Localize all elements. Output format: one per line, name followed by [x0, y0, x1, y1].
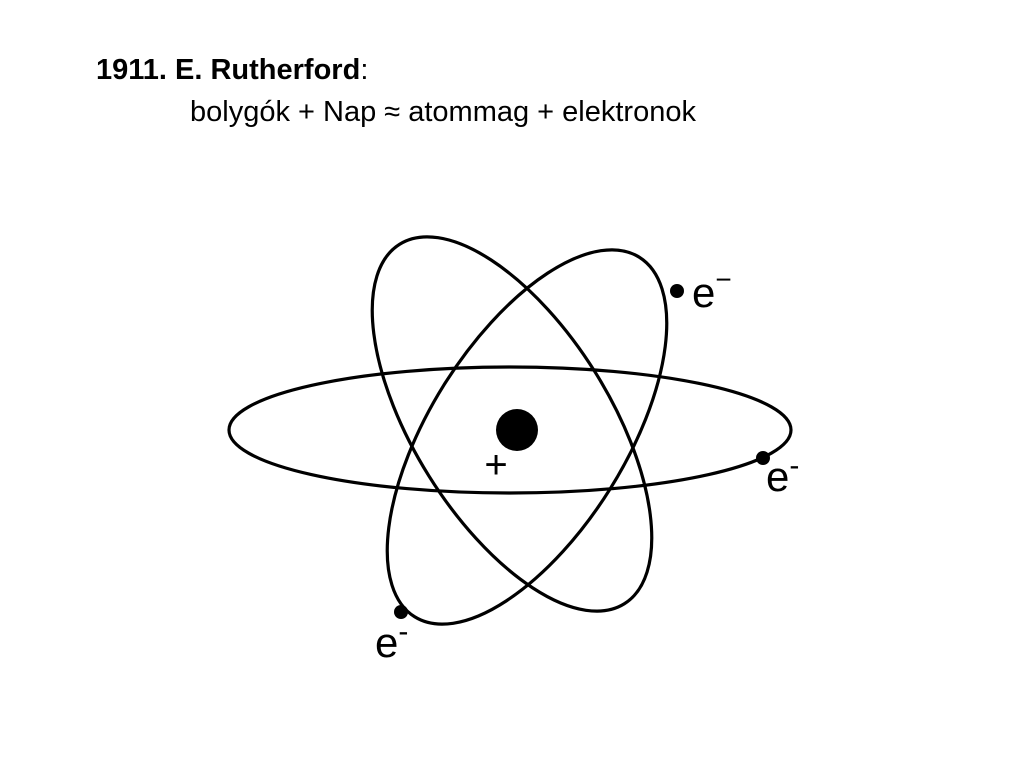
title-year-name: 1911. E. Rutherford	[96, 54, 361, 86]
slide-title: 1911. E. Rutherford:	[96, 52, 368, 88]
electron-bottom-left	[394, 605, 408, 619]
electron-charge-superscript: −	[715, 264, 731, 295]
electron-label-right: e-	[766, 449, 799, 500]
orbit-horizontal	[227, 365, 793, 495]
nucleus	[496, 409, 538, 451]
title-colon: :	[360, 54, 369, 86]
electron-charge-superscript: -	[789, 449, 799, 482]
electron-label-bottom-left: e-	[375, 615, 408, 666]
orbit-tilted-right	[385, 248, 669, 626]
electron-top-right	[670, 284, 684, 298]
electron-symbol: e	[766, 453, 789, 500]
electron-symbol: e	[375, 619, 398, 666]
nucleus-charge-label: +	[484, 443, 507, 487]
slide-subtitle: bolygók + Nap ≈ atommag + elektronok	[190, 96, 696, 128]
electron-charge-superscript: -	[398, 615, 408, 648]
electron-symbol: e	[692, 269, 715, 316]
electron-label-top-right: e−	[692, 264, 732, 316]
electron-right	[756, 451, 770, 465]
orbit-tilted-left	[370, 235, 654, 613]
